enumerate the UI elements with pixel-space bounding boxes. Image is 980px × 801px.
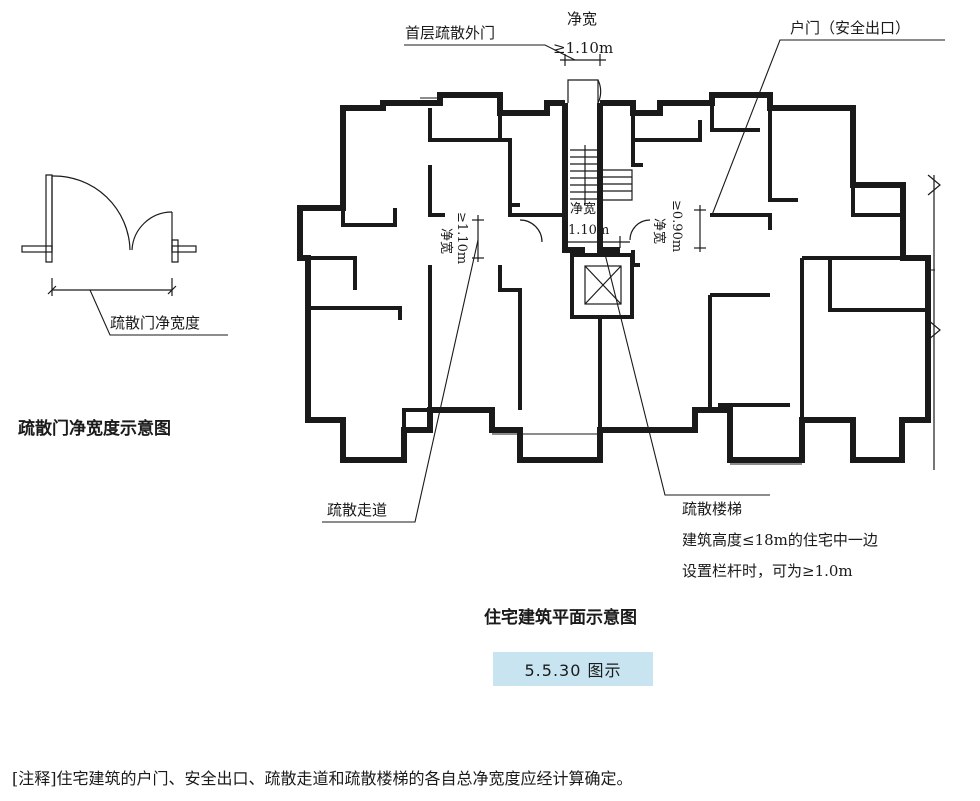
outer-wall [297,92,931,463]
dimension-slash-left [47,285,57,295]
partition-m [710,103,760,132]
leader-unit-door [711,39,945,216]
door-width-label: 疏散门净宽度 [110,314,200,332]
partition-o [710,213,772,230]
partition-k [631,113,643,167]
break-line-top [927,174,941,196]
stair-treads [570,145,633,205]
label-unit-door-width-b: ≥0.90m [669,200,684,252]
stair-note-line1: 建筑高度≤18m的住宅中一边 [682,531,878,549]
label-corridor-width-b: ≥1.10m [454,212,469,264]
exterior-door-swing [597,79,602,104]
annotations: 首层疏散外门 净宽 ≥1.10m 户门（安全出口） 净宽 1.10m 净宽 ≥1… [322,10,945,580]
partition-i [498,265,522,410]
label-width-top-a: 净宽 [567,10,597,28]
footnote: [注释]住宅建筑的户门、安全出口、疏散走道和疏散楼梯的各自总净宽度应经计算确定。 [12,769,633,788]
dimension-slash-right [167,285,177,295]
partition-d [308,256,357,290]
partition-n [768,108,798,202]
unit-door-swing [629,219,651,241]
partition-l [633,120,702,142]
elevator-diag-2 [584,265,622,305]
partition-e [308,306,402,320]
door-swing-left [51,175,131,251]
left-wall-stub [21,245,53,253]
break-line-bottom [927,319,941,341]
right-wall-stub [171,245,197,253]
label-exterior-door: 首层疏散外门 [405,24,495,42]
floor-plan [297,79,941,470]
dimensions [472,54,706,262]
core-right-wall [597,103,620,253]
stair-note-line2: 设置栏杆时，可为≥1.0m [682,562,853,580]
partition-a [341,208,397,227]
label-stair-width-a: 净宽 [570,201,596,217]
figure-label: 5.5.30 图示 [493,652,653,686]
partition-c [428,165,445,217]
label-width-top-b: ≥1.10m [553,39,613,57]
label-unit-door: 户门（安全出口） [790,19,910,37]
door-width-leader [89,289,228,336]
door-swing-right [131,211,173,251]
label-corridor: 疏散走道 [327,501,387,519]
core-left-wall [562,103,585,253]
label-stair-width-b: 1.10m [568,223,609,238]
partition-g [402,408,430,430]
partition-v [828,258,928,312]
partition-w [851,185,903,217]
partition-h [500,138,520,207]
door-width-diagram: 疏散门净宽度 [21,174,228,336]
elevator-car [584,265,622,305]
leader-corridor [322,239,479,523]
leader-stair [603,249,770,496]
exterior-door-frame [567,79,599,103]
corridor-door-swing [519,219,543,243]
right-jamb [171,239,179,263]
partition-b [428,108,502,142]
door-diagram-title: 疏散门净宽度示意图 [18,419,171,439]
partition-p [631,250,640,267]
leader-exterior-door [404,44,576,61]
plan-title: 住宅建筑平面示意图 [484,608,637,628]
label-corridor-width-a: 净宽 [438,228,454,254]
label-unit-door-width-a: 净宽 [651,218,667,244]
left-jamb [45,174,53,263]
label-stair: 疏散楼梯 [682,500,742,518]
